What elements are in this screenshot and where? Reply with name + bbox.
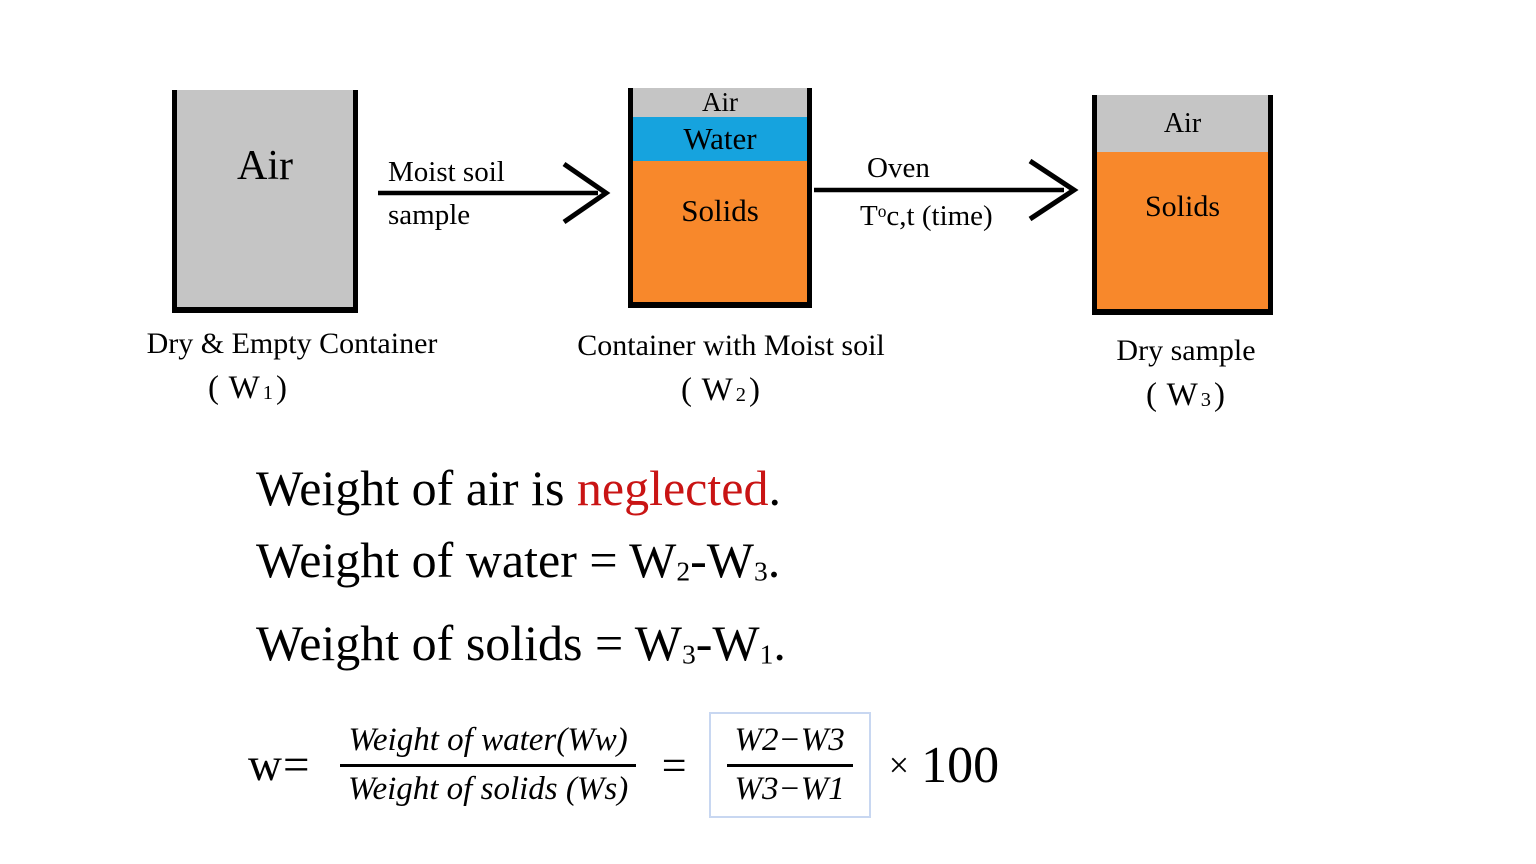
subscript: 3 <box>753 555 768 587</box>
caption-dry-sample: Dry sample ( W3) <box>1036 333 1336 418</box>
water-label: Water <box>683 121 757 156</box>
note-text: -W <box>690 532 754 588</box>
weight-close: ) <box>1214 377 1226 413</box>
fraction-words: Weight of water(Ww) Weight of solids (Ws… <box>340 722 636 809</box>
weight-open: ( W <box>1145 377 1199 413</box>
weight-close: ) <box>276 370 288 406</box>
air-label: Air <box>237 143 293 189</box>
multiplier-value: 100 <box>921 736 1000 794</box>
note-period: . <box>767 532 781 588</box>
caption-text: Dry & Empty Container <box>146 327 438 360</box>
container-dry-empty: Air <box>172 90 358 313</box>
weight-w1: ( W1) <box>48 370 448 411</box>
notes-block: Weight of air is neglected. Weight of wa… <box>256 452 786 691</box>
fraction-denominator: Weight of solids (Ws) <box>347 770 629 807</box>
fraction-numerator: Weight of water(Ww) <box>340 722 636 767</box>
caption-text: Dry sample <box>1116 334 1256 367</box>
formula-highlight-box: W2−W3 W3−W1 <box>708 711 871 819</box>
note-weight-water: Weight of water = W2-W3. <box>256 524 786 607</box>
caption-text: Container with Moist soil <box>577 329 885 362</box>
weight-w3: ( W3) <box>1036 377 1336 418</box>
equals-sign: = <box>661 740 687 790</box>
subscript: 1 <box>759 638 774 670</box>
temp-rest: c,t (time) <box>886 199 993 232</box>
weight-sub: 3 <box>1200 388 1212 411</box>
subscript: 3 <box>682 638 696 670</box>
container-dry-sample: Air Solids <box>1092 95 1273 315</box>
temp-t: T <box>860 199 878 232</box>
weight-close: ) <box>749 372 761 408</box>
weight-sub: 2 <box>735 383 747 406</box>
solids-layer: Solids <box>1097 152 1268 309</box>
caption-dry-empty: Dry & Empty Container ( W1) <box>92 326 492 411</box>
moisture-content-formula: w= Weight of water(Ww) Weight of solids … <box>248 700 999 830</box>
note-weight-solids: Weight of solids = W3-W1. <box>256 607 786 690</box>
note-text: Weight of water = W <box>256 532 677 588</box>
note-text: Weight of solids = W <box>256 615 683 672</box>
air-label: Air <box>702 87 738 117</box>
fraction-symbols: W2−W3 W3−W1 <box>726 722 853 809</box>
note-text: -W <box>695 615 760 672</box>
fraction-denominator: W3−W1 <box>734 770 845 807</box>
caption-moist-soil: Container with Moist soil ( W2) <box>531 328 931 413</box>
container-moist-soil: Air Water Solids <box>628 88 812 308</box>
solids-label: Solids <box>681 193 759 228</box>
note-highlight: neglected <box>576 460 769 516</box>
arrow-right-icon <box>814 158 1079 222</box>
weight-open: ( W <box>207 370 261 406</box>
note-period: . <box>768 460 781 516</box>
multiply-sign: × <box>888 745 910 785</box>
weight-sub: 1 <box>262 381 274 404</box>
arrow2-bottom-label: Toc,t (time) <box>860 194 993 233</box>
subscript: 2 <box>676 555 691 587</box>
weight-open: ( W <box>680 372 734 408</box>
solids-layer: Solids <box>633 161 807 302</box>
solids-label: Solids <box>1144 190 1221 223</box>
arrow2-top-label: Oven <box>867 152 930 184</box>
temp-degree: o <box>877 201 887 221</box>
fraction-numerator: W2−W3 <box>726 722 853 767</box>
formula-lhs: w= <box>248 739 311 791</box>
arrow1-bottom-label: sample <box>388 199 471 231</box>
water-layer: Water <box>633 117 807 161</box>
arrow1-top-label: Moist soil <box>388 156 505 188</box>
air-layer: Air <box>1097 95 1268 152</box>
arrow-right-icon <box>378 161 611 225</box>
air-layer: Air <box>177 90 353 307</box>
note-air-neglected: Weight of air is neglected. <box>256 452 786 524</box>
weight-w2: ( W2) <box>521 372 921 413</box>
air-layer: Air <box>633 88 807 117</box>
note-period: . <box>773 615 786 672</box>
note-text: Weight of air is <box>256 460 577 516</box>
air-label: Air <box>1163 107 1202 139</box>
